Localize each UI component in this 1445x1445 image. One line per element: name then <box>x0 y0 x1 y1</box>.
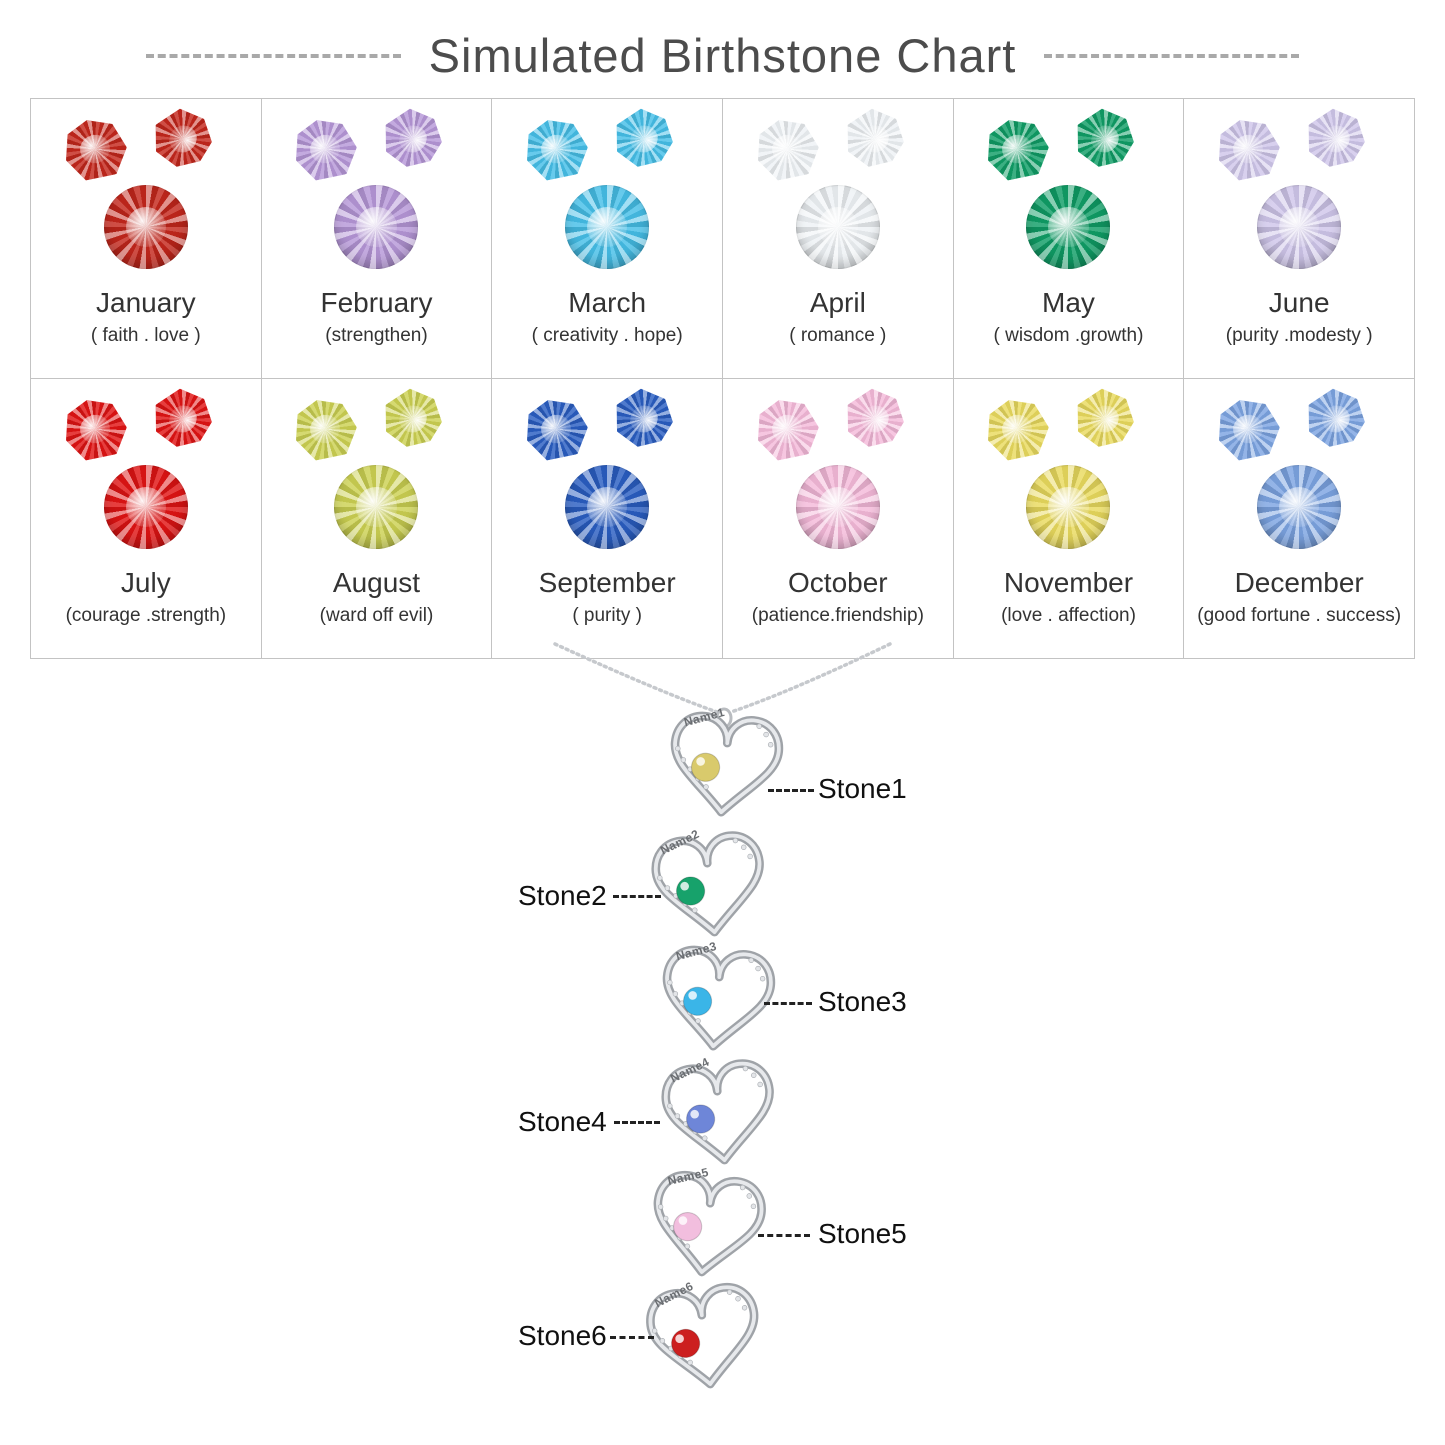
stone3-label: Stone3 <box>818 986 907 1017</box>
gem-cluster <box>978 387 1158 559</box>
month-name: November <box>1003 567 1134 598</box>
gem-cluster <box>1209 107 1389 279</box>
stone1-label: Stone1 <box>818 773 907 804</box>
stone4-label: Stone4 <box>518 1106 607 1137</box>
connector-stone3 <box>764 1002 812 1005</box>
pendant-heart-1: Name1 <box>655 699 796 840</box>
month-traits: (good fortune . success) <box>1197 605 1402 626</box>
pendant-heart-4: Name4 <box>649 1046 792 1189</box>
month-cell-july: July (courage .strength) <box>31 379 262 659</box>
stone2-label: Stone2 <box>518 880 607 911</box>
page-title: Simulated Birthstone Chart <box>428 29 1017 82</box>
month-name: September <box>538 567 676 598</box>
gem-cluster <box>517 387 697 559</box>
birthstone-grid: January ( faith . love ) February (stren… <box>30 98 1415 659</box>
connector-stone5 <box>758 1234 810 1237</box>
gem-icon <box>1026 465 1111 549</box>
gem-icon <box>1257 465 1342 549</box>
month-cell-august: August (ward off evil) <box>261 379 493 659</box>
gem-cluster <box>286 107 466 279</box>
gem-icon <box>1257 185 1342 269</box>
month-name: June <box>1268 287 1330 318</box>
month-name: December <box>1234 567 1364 598</box>
connector-stone6 <box>610 1336 654 1339</box>
month-cell-june: June (purity .modesty ) <box>1184 99 1415 379</box>
month-cell-march: March ( creativity . hope) <box>492 99 723 379</box>
title-dash-left <box>145 53 401 58</box>
month-name: February <box>320 287 433 318</box>
pave-accents <box>675 723 774 790</box>
month-name: January <box>96 287 196 318</box>
month-traits: (strengthen) <box>325 325 428 346</box>
pendant-heart-6: Name6 <box>633 1269 778 1414</box>
month-cell-february: February (strengthen) <box>261 99 493 379</box>
month-traits: ( purity ) <box>572 605 642 626</box>
gem-icon <box>565 185 650 269</box>
gem-cluster <box>748 107 928 279</box>
connector-stone4 <box>614 1121 660 1124</box>
connector-stone2 <box>613 895 661 898</box>
month-cell-april: April ( romance ) <box>723 99 954 379</box>
month-name: July <box>120 567 171 598</box>
gem-cluster <box>56 387 236 559</box>
gem-cluster <box>286 387 466 559</box>
gem-icon <box>334 185 419 269</box>
connector-stone1 <box>768 789 814 792</box>
month-name: August <box>332 567 421 598</box>
gem-icon <box>795 465 880 549</box>
pendant-heart-5: Name5 <box>635 1157 780 1302</box>
pendant-heart-2: Name2 <box>639 818 782 961</box>
stone6-label: Stone6 <box>518 1320 607 1351</box>
month-name: April <box>809 287 866 318</box>
gem-cluster <box>748 387 928 559</box>
gem-icon <box>334 465 419 549</box>
gem-cluster <box>1209 387 1389 559</box>
month-cell-october: October (patience.friendship) <box>723 379 954 659</box>
month-cell-december: December (good fortune . success) <box>1184 379 1415 659</box>
month-traits: ( creativity . hope) <box>531 325 683 346</box>
month-cell-november: November (love . affection) <box>953 379 1185 659</box>
gem-icon <box>103 185 188 269</box>
month-traits: (purity .modesty ) <box>1225 325 1373 346</box>
month-traits: (love . affection) <box>1001 605 1136 626</box>
gem-cluster <box>978 107 1158 279</box>
month-traits: (ward off evil) <box>319 605 434 626</box>
gem-icon <box>565 465 650 549</box>
gem-cluster <box>56 107 236 279</box>
month-name: May <box>1042 287 1095 318</box>
month-name: October <box>788 567 888 598</box>
stone5-label: Stone5 <box>818 1218 907 1249</box>
month-traits: (patience.friendship) <box>751 605 924 626</box>
month-traits: ( faith . love ) <box>90 325 201 346</box>
month-traits: ( romance ) <box>789 325 887 346</box>
month-name: March <box>568 287 647 318</box>
pendant-heart-3: Name3 <box>647 933 788 1074</box>
gem-cluster <box>517 107 697 279</box>
month-cell-may: May ( wisdom .growth) <box>953 99 1185 379</box>
month-traits: (courage .strength) <box>65 605 227 626</box>
month-cell-september: September ( purity ) <box>492 379 723 659</box>
gem-icon <box>1026 185 1111 269</box>
gem-icon <box>103 465 188 549</box>
title-row: Simulated Birthstone Chart <box>0 28 1445 83</box>
month-cell-january: January ( faith . love ) <box>31 99 262 379</box>
month-traits: ( wisdom .growth) <box>993 325 1144 346</box>
title-dash-right <box>1044 53 1300 58</box>
gem-icon <box>795 185 880 269</box>
